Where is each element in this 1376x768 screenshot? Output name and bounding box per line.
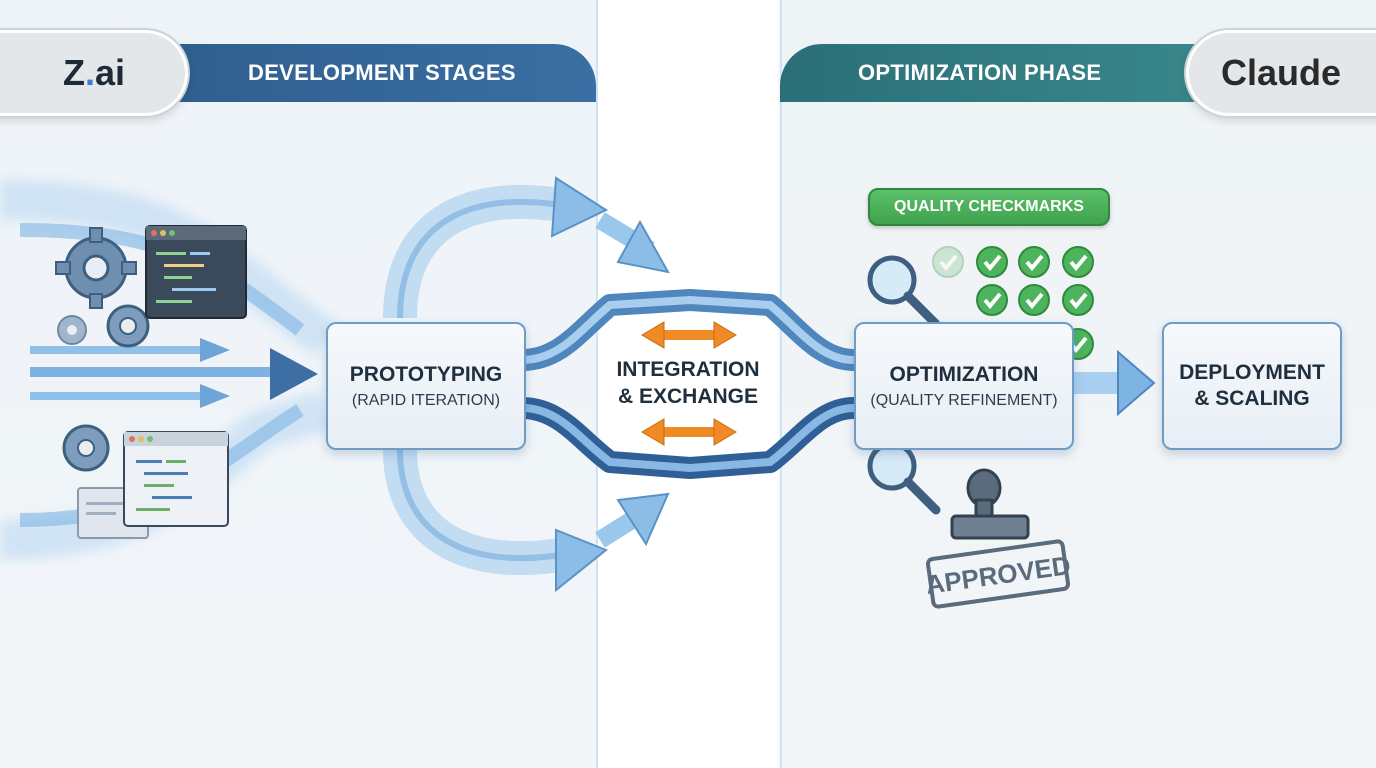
approved-stamp: APPROVED <box>924 539 1072 609</box>
feedback-loop-arrow-lower <box>383 449 670 593</box>
feedback-loop-arrow-upper <box>383 176 670 319</box>
prototyping-title: PROTOTYPING <box>349 363 503 386</box>
magnifier-icon <box>867 441 941 515</box>
deployment-node: DEPLOYMENT & SCALING <box>1162 322 1342 450</box>
zai-logo-z: Z <box>62 52 85 93</box>
zai-logo: Z.ai <box>0 30 188 116</box>
gear-icon <box>55 227 137 309</box>
code-window-icon <box>145 225 247 319</box>
checkmark-icon <box>1062 284 1094 316</box>
claude-logo: Claude <box>1186 30 1376 116</box>
claude-logo-text: Claude <box>1220 52 1342 93</box>
bidirectional-arrow-icon <box>641 321 737 349</box>
development-stages-header: DEVELOPMENT STAGES <box>120 44 596 102</box>
deployment-line2: & SCALING <box>1194 387 1310 410</box>
checkmark-icon <box>976 246 1008 278</box>
optimization-subtitle: (QUALITY REFINEMENT) <box>870 392 1058 409</box>
optimization-phase-title: OPTIMIZATION PHASE <box>858 60 1102 85</box>
integration-line1: INTEGRATION <box>616 358 760 381</box>
quality-checkmarks-label: QUALITY CHECKMARKS <box>894 198 1084 215</box>
bidirectional-arrow-icon <box>641 418 737 446</box>
integration-line2: & EXCHANGE <box>617 385 759 408</box>
zai-logo-ai: ai <box>94 52 126 93</box>
prototyping-subtitle: (RAPID ITERATION) <box>351 392 501 409</box>
integration-exchange-node: INTEGRATION & EXCHANGE <box>598 356 778 410</box>
quality-checkmarks-tag: QUALITY CHECKMARKS <box>868 188 1110 226</box>
optimization-phase-header: OPTIMIZATION PHASE <box>780 44 1250 102</box>
zai-logo-dot: . <box>84 52 95 93</box>
checkmark-icon <box>1062 246 1094 278</box>
gear-icon <box>57 315 87 345</box>
checkmark-icon <box>932 246 964 278</box>
optimization-title: OPTIMIZATION <box>889 363 1039 386</box>
checkmark-icon <box>1018 246 1050 278</box>
rubber-stamp-icon <box>950 468 1030 540</box>
gear-icon <box>62 424 110 472</box>
central-input-arrows <box>30 338 318 408</box>
development-stages-title: DEVELOPMENT STAGES <box>248 60 516 85</box>
center-divider-area <box>598 0 778 768</box>
magnifier-icon <box>867 255 941 329</box>
arrow-icon <box>1072 349 1156 417</box>
checkmark-icon <box>1018 284 1050 316</box>
optimization-node: OPTIMIZATION (QUALITY REFINEMENT) <box>854 322 1074 450</box>
checkmark-icon <box>976 284 1008 316</box>
deployment-line1: DEPLOYMENT <box>1179 361 1325 384</box>
integration-flow-bands <box>521 289 855 479</box>
gear-icon <box>106 304 150 348</box>
prototyping-node: PROTOTYPING (RAPID ITERATION) <box>326 322 526 450</box>
code-window-icon <box>123 431 229 527</box>
